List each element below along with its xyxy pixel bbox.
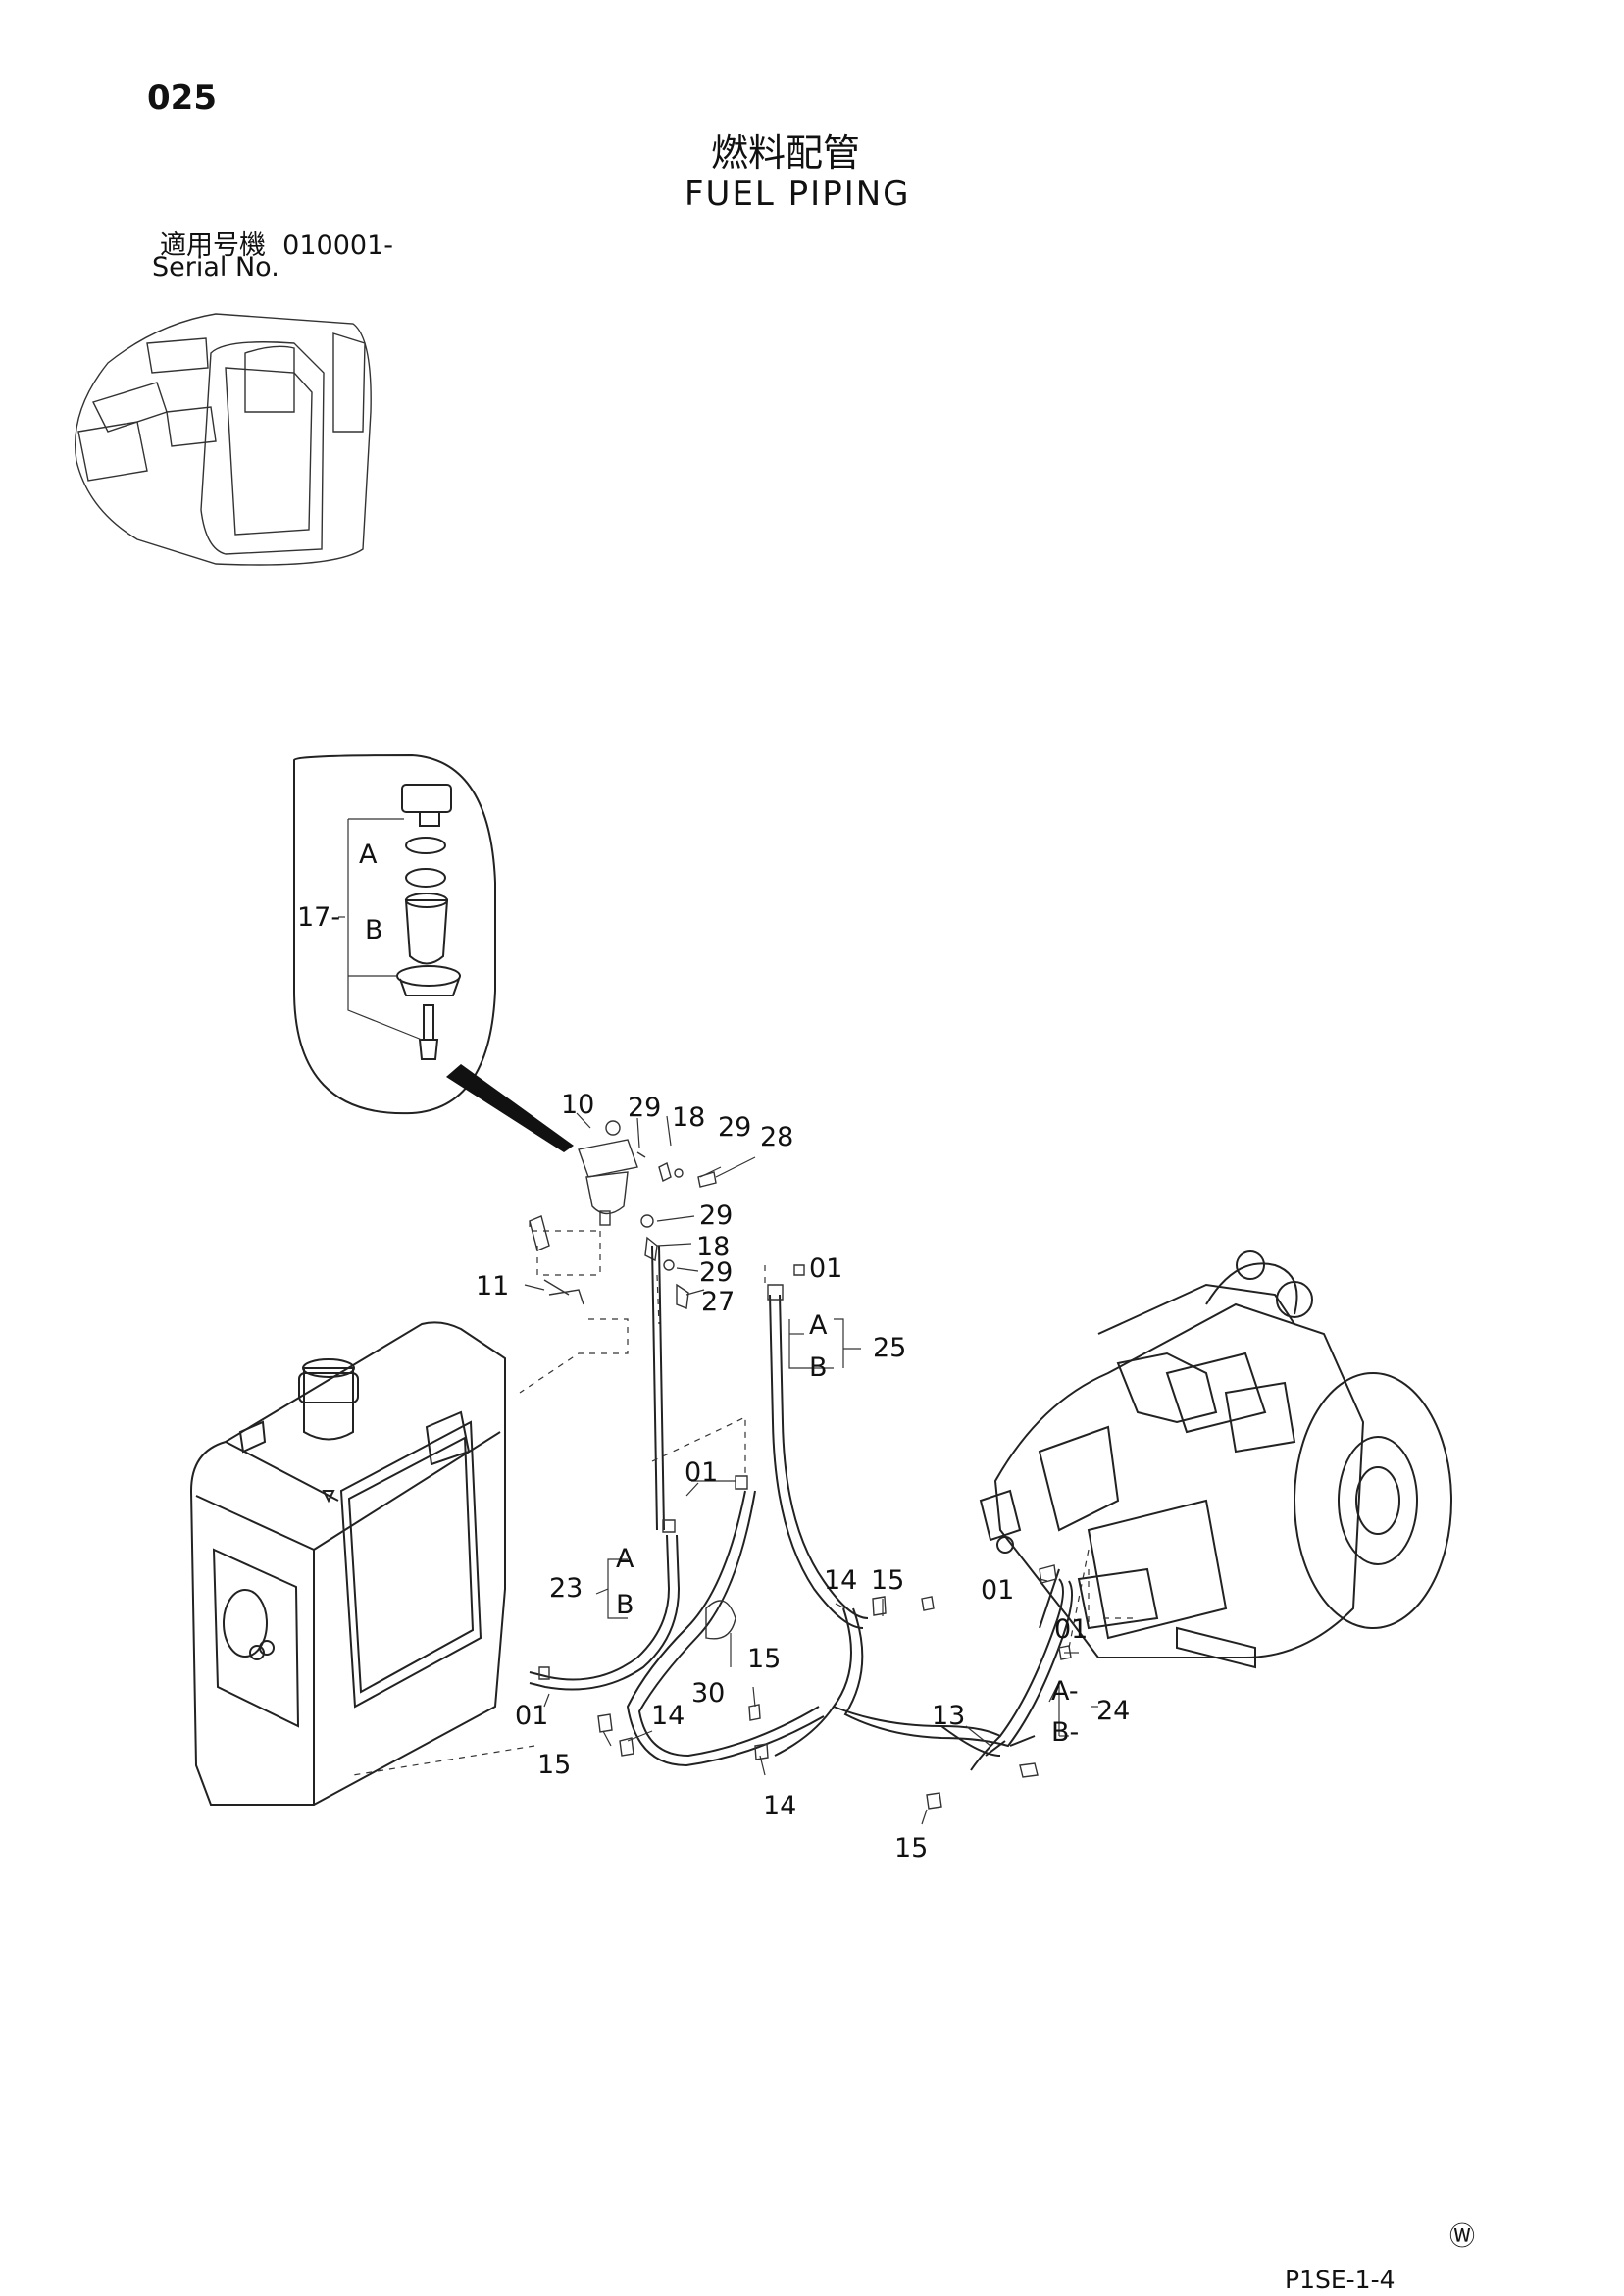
- callout-23-b: B: [616, 1590, 634, 1620]
- callout-18-top: 18: [672, 1102, 705, 1133]
- callout-24-b: B-: [1051, 1717, 1079, 1748]
- callout-leaders: [338, 916, 1098, 1825]
- callout-11: 11: [476, 1271, 509, 1301]
- callout-18-mid: 18: [696, 1232, 730, 1262]
- callout-10: 10: [561, 1090, 594, 1120]
- callout-25-a: A: [809, 1310, 828, 1341]
- serial-label-ja-text: 適用号機: [160, 230, 266, 261]
- title-english: FUEL PIPING: [685, 175, 911, 214]
- callout-17-a: A: [359, 840, 378, 870]
- callout-labels: 17- A B 10 29 18 29 28 29 18 29 27 11 01…: [297, 840, 1130, 1863]
- callout-15-bottom: 15: [894, 1833, 928, 1863]
- callout-17-b: B: [365, 915, 383, 945]
- serial-label-japanese: 適用号機 010001-: [160, 224, 393, 262]
- callout-01-top: 01: [809, 1253, 842, 1284]
- callout-30: 30: [691, 1678, 725, 1709]
- hardware-marks: [529, 1215, 1072, 1810]
- callout-15-center: 15: [747, 1644, 781, 1674]
- callout-29-mid: 29: [699, 1200, 733, 1231]
- title-japanese: 燃料配管: [711, 131, 861, 175]
- callout-01-mid: 01: [685, 1457, 718, 1488]
- callout-01-engine-low: 01: [1054, 1614, 1088, 1645]
- callout-15-left: 15: [537, 1750, 571, 1780]
- callout-23: 23: [549, 1573, 583, 1604]
- fuel-filter-detail-balloon: [293, 753, 574, 1152]
- fuel-tank: [189, 1321, 506, 1806]
- callout-14-center: 14: [763, 1791, 796, 1821]
- callout-14-left: 14: [651, 1701, 685, 1731]
- callout-28: 28: [760, 1122, 793, 1152]
- drawing-code: P1SE-1-4: [1285, 2266, 1396, 2294]
- callout-29-top-b: 29: [718, 1112, 751, 1143]
- callout-27: 27: [701, 1287, 735, 1317]
- serial-label-english: Serial No.: [152, 252, 279, 282]
- engine-assembly: [979, 1250, 1452, 1669]
- callout-23-a: A: [616, 1544, 634, 1574]
- callout-15-right: 15: [871, 1565, 904, 1596]
- watermark-w-mark: Ⓦ: [1449, 2222, 1476, 2252]
- fuel-filter-assembly: [578, 1120, 717, 1309]
- leader-lines: [352, 1221, 1138, 1776]
- callout-29-low: 29: [699, 1257, 733, 1288]
- callout-29-top-a: 29: [628, 1093, 661, 1123]
- page-number: 025: [147, 78, 217, 118]
- callout-24-a: A-: [1051, 1676, 1079, 1707]
- fuel-hoses: [529, 1245, 1074, 1771]
- serial-range: 010001-: [282, 230, 393, 261]
- machine-overview-illustration: [74, 313, 372, 566]
- callout-17: 17-: [297, 902, 340, 933]
- callout-25-b: B: [809, 1352, 828, 1383]
- callout-13: 13: [932, 1701, 965, 1731]
- callout-24: 24: [1096, 1696, 1130, 1726]
- callout-01-left: 01: [515, 1701, 548, 1731]
- callout-01-engine: 01: [981, 1575, 1014, 1606]
- callout-14-right: 14: [824, 1565, 857, 1596]
- callout-25: 25: [873, 1333, 906, 1363]
